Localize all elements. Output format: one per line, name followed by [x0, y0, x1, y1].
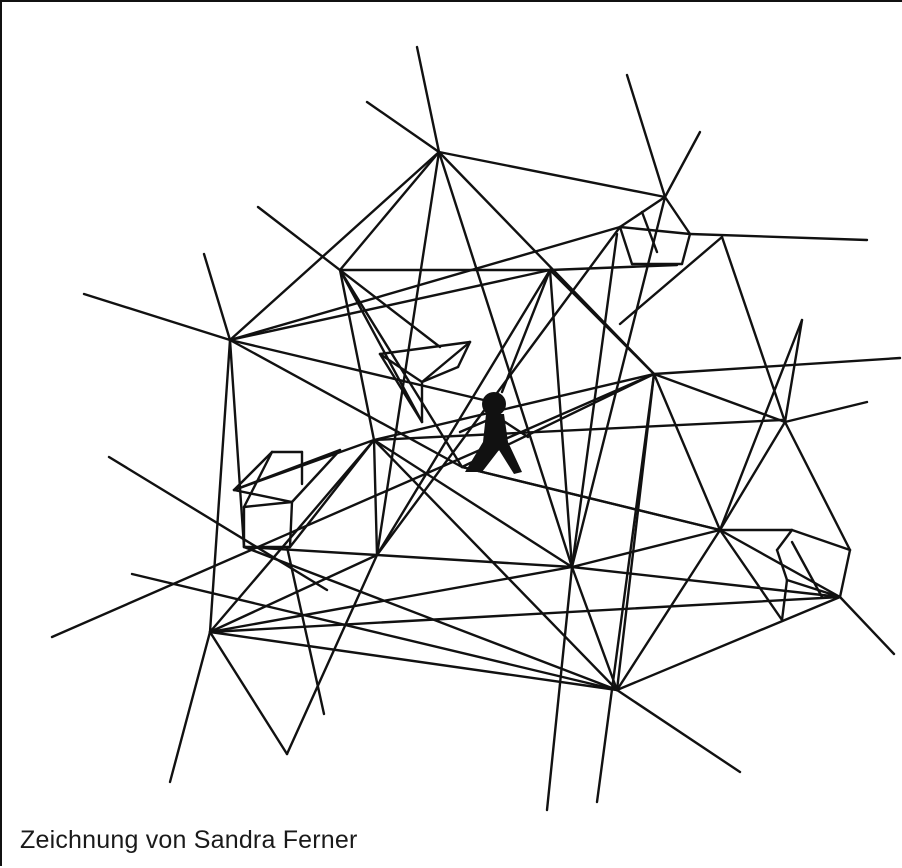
drawing-credit-caption: Zeichnung von Sandra Ferner — [20, 826, 358, 855]
web-strands — [52, 47, 900, 810]
person-left-arm — [460, 420, 488, 432]
person-head — [482, 392, 506, 416]
